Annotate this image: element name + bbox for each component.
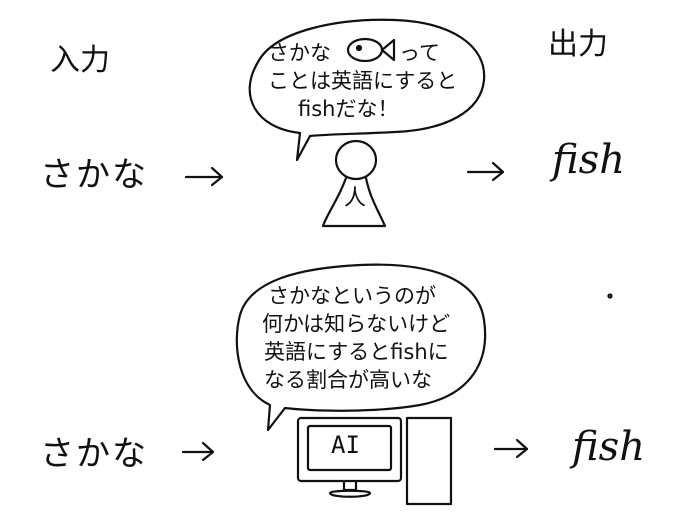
top-output-word: fish — [552, 137, 625, 183]
top-thought-line1-a: さかな — [268, 41, 331, 65]
top-thought-line1-b: って — [399, 41, 440, 65]
bottom-thought-line4: なる割合が高いな — [264, 368, 432, 392]
fish-icon — [346, 37, 396, 63]
bottom-thought-line2: 何かは知らないけど — [262, 312, 451, 336]
output-heading: 出力 — [548, 27, 608, 62]
bottom-thought-line3: 英語にするとfishに — [264, 340, 449, 364]
computer-figure — [296, 416, 453, 506]
bottom-thought-bubble — [235, 263, 487, 432]
bottom-thought-line1: さかなというのが — [268, 284, 436, 308]
top-input-arrow — [184, 166, 224, 187]
top-output-arrow — [466, 161, 505, 182]
stray-dot — [607, 293, 613, 299]
bottom-output-arrow — [493, 438, 529, 459]
monitor-label: AI — [331, 431, 360, 459]
top-thought-line3: fishだな！ — [298, 97, 399, 121]
input-heading: 入力 — [50, 43, 110, 78]
bottom-input-arrow — [181, 441, 215, 462]
top-input-word: さかな — [40, 155, 148, 195]
top-thought-bubble — [248, 18, 486, 162]
person-figure — [321, 139, 387, 228]
bottom-input-word: さかな — [40, 434, 148, 474]
top-thought-line2: ことは英語にすると — [268, 69, 458, 93]
person-label: 人 — [344, 186, 367, 211]
bottom-output-word: fish — [572, 424, 645, 470]
